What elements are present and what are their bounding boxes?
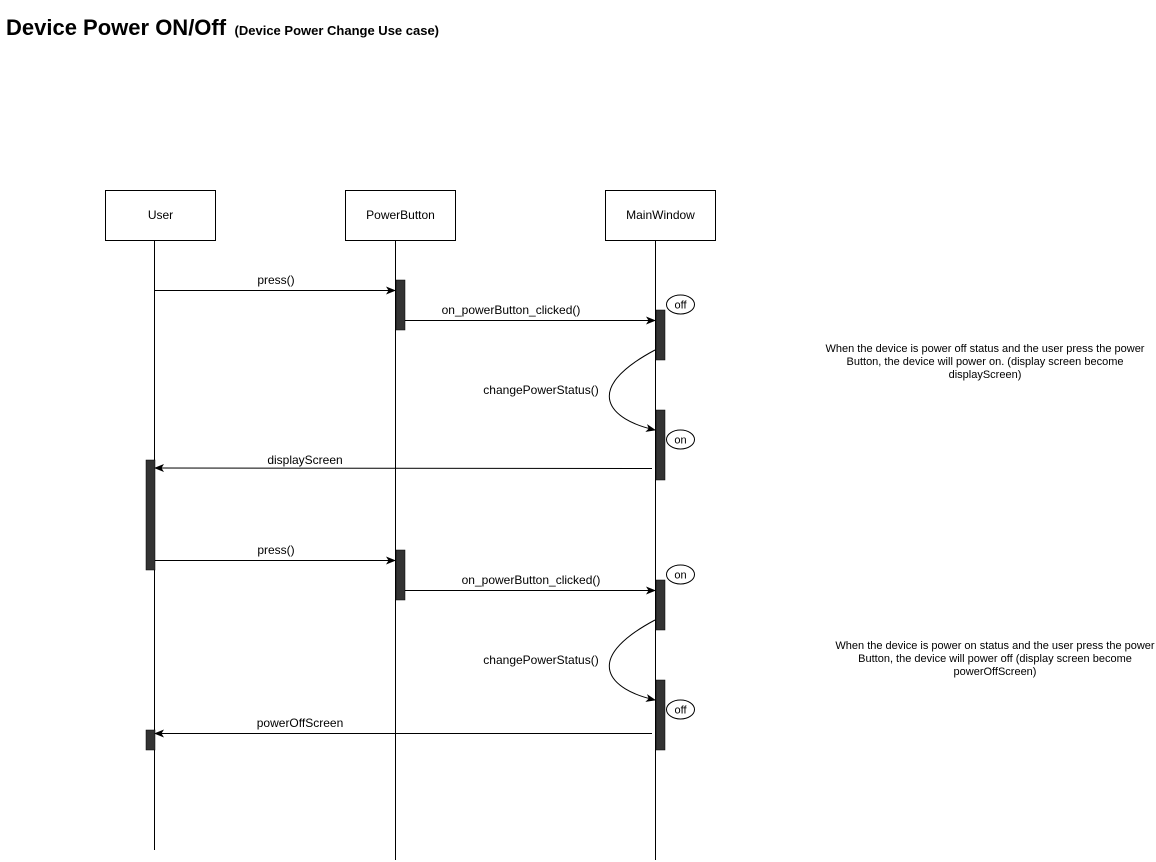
state-on-1: on — [666, 429, 695, 450]
message-clicked-1: on_powerButton_clicked() — [405, 303, 656, 325]
state-off-2: off — [666, 699, 695, 720]
state-on-1-label: on — [674, 435, 686, 447]
participant-user: User — [105, 190, 216, 241]
title-main: Device Power ON/Off — [6, 15, 227, 40]
message-press-1: press() — [155, 273, 396, 295]
activation-main-window-4 — [655, 679, 666, 751]
state-on-2: on — [666, 564, 695, 585]
participant-main-window-label: MainWindow — [626, 208, 695, 222]
participant-power-button-label: PowerButton — [366, 208, 435, 222]
activation-power-button-1 — [395, 279, 406, 331]
note-power-off: When the device is power on status and t… — [835, 640, 1155, 678]
note-power-on: When the device is power off status and … — [825, 343, 1145, 381]
message-press-2-label: press() — [257, 543, 294, 557]
state-off-1-label: off — [674, 300, 687, 312]
message-change-2: changePowerStatus() — [483, 619, 656, 702]
message-change-1-label: changePowerStatus() — [483, 383, 598, 397]
diagram-title: Device Power ON/Off (Device Power Change… — [6, 15, 439, 41]
participant-main-window: MainWindow — [605, 190, 716, 241]
activation-user-2 — [145, 729, 156, 751]
message-press-2: press() — [155, 543, 396, 565]
message-clicked-2-label: on_powerButton_clicked() — [462, 573, 601, 587]
activation-main-window-3 — [655, 579, 666, 631]
message-clicked-1-label: on_powerButton_clicked() — [442, 303, 581, 317]
participant-power-button: PowerButton — [345, 190, 456, 241]
message-power-off-screen: powerOffScreen — [154, 716, 652, 738]
message-clicked-2: on_powerButton_clicked() — [405, 573, 656, 595]
state-on-2-label: on — [674, 570, 686, 582]
state-off-2-label: off — [674, 705, 687, 717]
message-press-1-label: press() — [257, 273, 294, 287]
message-display-screen: displayScreen — [154, 453, 653, 473]
message-change-1: changePowerStatus() — [483, 349, 656, 432]
activation-main-window-1 — [655, 309, 666, 361]
activation-main-window-2 — [655, 409, 666, 481]
message-change-2-label: changePowerStatus() — [483, 653, 598, 667]
activation-power-button-2 — [395, 549, 406, 601]
title-sub: (Device Power Change Use case) — [234, 23, 440, 38]
participant-user-label: User — [148, 208, 173, 222]
message-display-screen-label: displayScreen — [267, 453, 342, 467]
state-off-1: off — [666, 294, 695, 315]
activation-user-1 — [145, 459, 156, 571]
message-power-off-screen-label: powerOffScreen — [257, 716, 344, 730]
